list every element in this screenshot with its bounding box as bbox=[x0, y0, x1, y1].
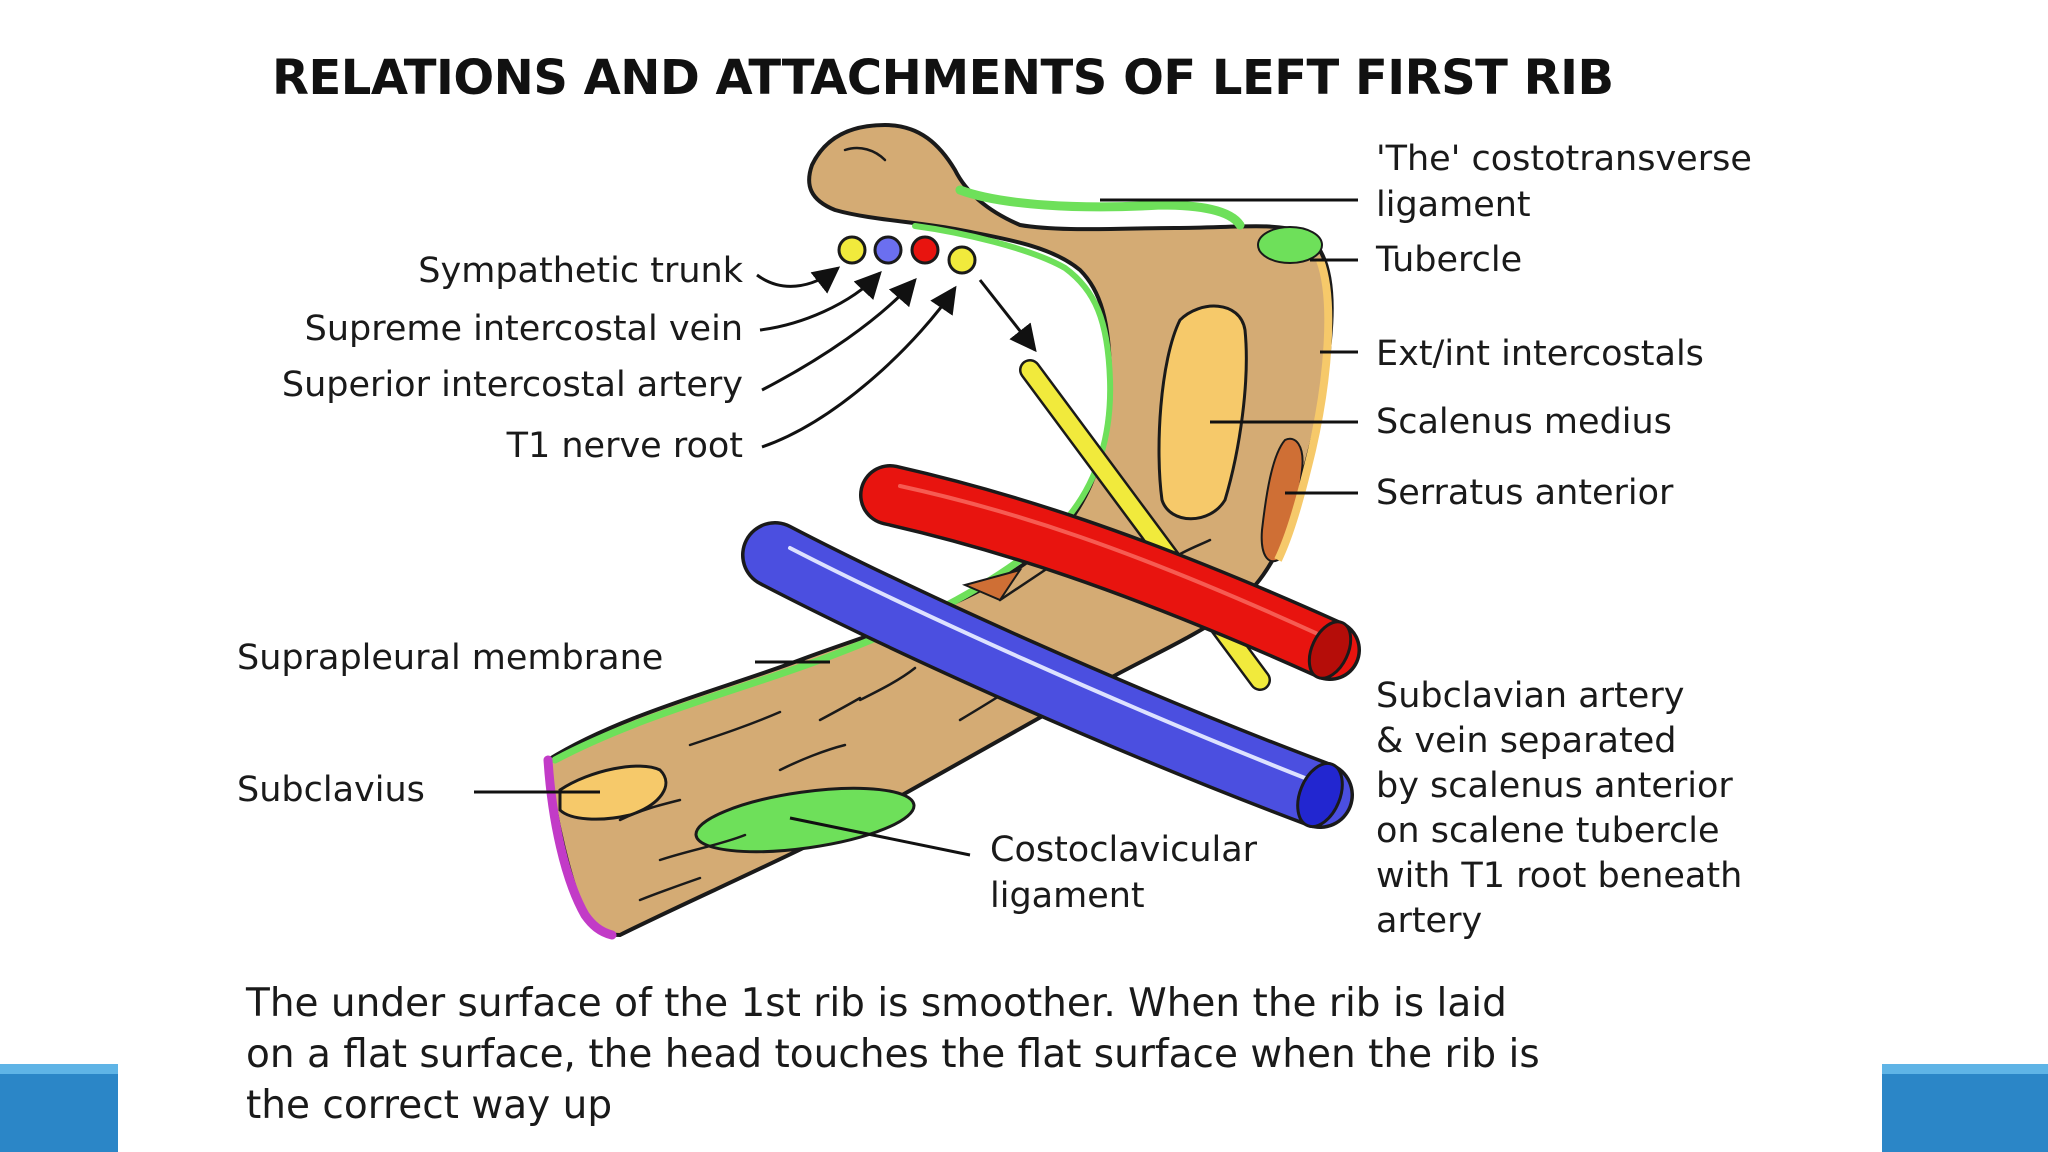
leader-costoclavicular bbox=[789, 816, 971, 857]
label-costotransverse-line-1: 'The' costotransverse bbox=[1376, 139, 1752, 179]
costotransverse-ligament-strip bbox=[955, 185, 1245, 230]
intercostals-band bbox=[1274, 258, 1333, 562]
subclavian-note-line-2: & vein separated bbox=[1376, 721, 1677, 761]
t1-nerve-root-dot bbox=[947, 245, 977, 275]
subclavius-magenta-edge bbox=[543, 755, 617, 940]
subclavian-note-line-4: on scalene tubercle bbox=[1376, 811, 1720, 851]
diagram-title: RELATIONS AND ATTACHMENTS OF LEFT FIRST … bbox=[272, 50, 1614, 106]
label-t1-nerve-root: T1 nerve root bbox=[506, 426, 743, 466]
supreme-intercostal-vein-dot bbox=[873, 235, 903, 265]
caption-line-3: the correct way up bbox=[246, 1083, 613, 1128]
label-sympathetic-trunk: Sympathetic trunk bbox=[418, 251, 743, 291]
leader-t1-nerve-root bbox=[761, 285, 957, 449]
label-costoclavicular-ligament: Costoclavicular ligament bbox=[990, 827, 1257, 919]
sympathetic-trunk-dot bbox=[837, 235, 867, 265]
label-subclavius: Subclavius bbox=[237, 770, 425, 810]
leader-supreme-intercostal-vein bbox=[759, 271, 882, 332]
label-supreme-intercostal-vein: Supreme intercostal vein bbox=[304, 309, 743, 349]
label-superior-intercostal-artery: Superior intercostal artery bbox=[281, 365, 743, 405]
subclavian-artery bbox=[859, 464, 1361, 681]
suprapleural-green-border bbox=[551, 541, 1044, 764]
label-subclavian-note: Subclavian artery & vein separated by sc… bbox=[1376, 674, 1742, 944]
caption: The under surface of the 1st rib is smoo… bbox=[246, 978, 1746, 1131]
leader-sympathetic-trunk bbox=[756, 266, 841, 294]
subclavius-attachment bbox=[558, 764, 668, 821]
label-scalenus-medius: Scalenus medius bbox=[1376, 402, 1672, 442]
slide-corner-right bbox=[1882, 1064, 2048, 1152]
leader-t1-to-nerve bbox=[978, 279, 1037, 353]
label-ext-int-intercostals: Ext/int intercostals bbox=[1376, 334, 1704, 374]
label-tubercle: Tubercle bbox=[1376, 240, 1523, 280]
scalenus-medius-attachment bbox=[1157, 304, 1248, 521]
slide-corner-left bbox=[0, 1064, 118, 1152]
subclavian-note-line-3: by scalenus anterior bbox=[1376, 766, 1733, 806]
label-costotransverse-ligament: 'The' costotransverse ligament bbox=[1376, 136, 1752, 228]
scalene-tubercle bbox=[961, 568, 1023, 602]
subclavian-note-line-1: Subclavian artery bbox=[1376, 676, 1685, 716]
superior-intercostal-artery-dot bbox=[910, 235, 940, 265]
subclavian-vein bbox=[741, 521, 1354, 829]
label-serratus-anterior: Serratus anterior bbox=[1376, 473, 1674, 513]
caption-line-2: on a flat surface, the head touches the … bbox=[246, 1032, 1540, 1077]
leader-superior-intercostal-artery bbox=[761, 277, 917, 392]
label-costoclavicular-line-2: ligament bbox=[990, 876, 1145, 916]
tubercle-patch bbox=[1257, 226, 1323, 264]
label-costoclavicular-line-1: Costoclavicular bbox=[990, 830, 1258, 870]
subclavian-note-line-5: with T1 root beneath bbox=[1376, 856, 1743, 896]
subclavian-note-line-6: artery bbox=[1376, 901, 1483, 941]
caption-line-1: The under surface of the 1st rib is smoo… bbox=[246, 981, 1507, 1026]
label-costotransverse-line-2: ligament bbox=[1376, 185, 1531, 225]
label-suprapleural-membrane: Suprapleural membrane bbox=[237, 638, 664, 678]
